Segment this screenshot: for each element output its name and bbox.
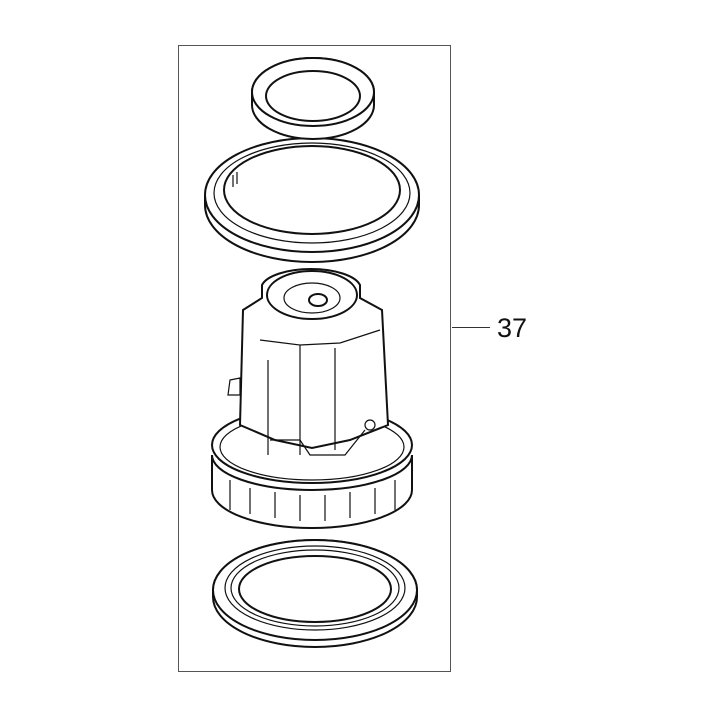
vacuum-motor-assembly [211,267,413,529]
parts-group-frame [178,45,451,672]
callout-label: 37 [497,313,528,343]
bottom-gasket-ring [212,539,418,648]
small-seal-ring [251,57,375,140]
callout-leader-line [452,327,490,328]
large-gasket-ring [204,137,420,263]
